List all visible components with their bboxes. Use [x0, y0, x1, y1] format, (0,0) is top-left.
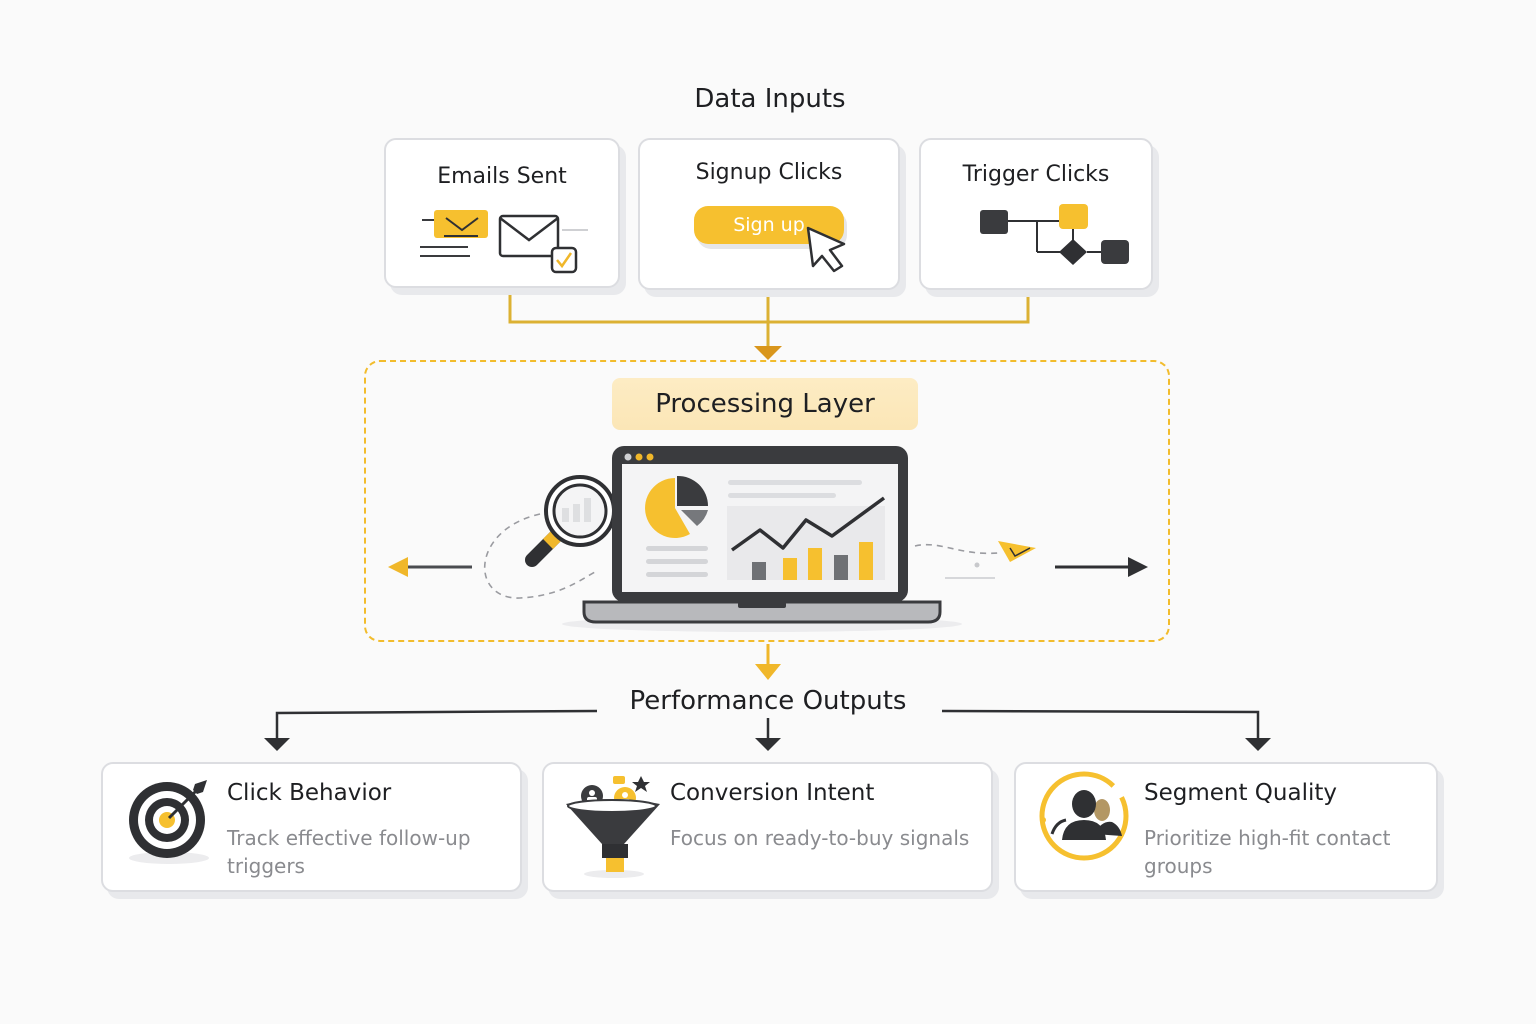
- magnifier-icon: [525, 475, 616, 567]
- input-card-label: Trigger Clicks: [962, 162, 1110, 187]
- laptop-dashboard-icon: [562, 446, 962, 632]
- output-title: Conversion Intent: [670, 780, 875, 806]
- outputs-title: Performance Outputs: [600, 686, 936, 716]
- arrow-down-icon: [1245, 738, 1271, 751]
- output-title: Segment Quality: [1144, 780, 1337, 806]
- arrow-down-icon: [264, 738, 290, 751]
- processing-layer-label: Processing Layer: [612, 378, 918, 430]
- processing-layer-container: [364, 360, 1170, 642]
- target-icon: [129, 780, 209, 864]
- output-title: Click Behavior: [227, 780, 392, 806]
- workflow-icon: [980, 204, 1129, 265]
- arrow-left-icon: [388, 557, 408, 577]
- paper-plane-icon: [914, 541, 1036, 579]
- inputs-title: Data Inputs: [694, 84, 846, 114]
- output-card-click-behavior: Click Behavior Track effective follow-up…: [101, 762, 522, 892]
- input-card-trigger-clicks: Trigger Clicks: [919, 138, 1153, 290]
- input-card-emails-sent: Emails Sent: [384, 138, 620, 288]
- users-icon: [1039, 771, 1129, 861]
- input-card-label: Signup Clicks: [695, 160, 843, 185]
- arrow-right-icon: [1128, 557, 1148, 577]
- output-description: Focus on ready-to-buy signals: [670, 826, 970, 850]
- sign-up-button[interactable]: Sign up: [694, 206, 844, 244]
- output-card-segment-quality: Segment Quality Prioritize high-fit cont…: [1014, 762, 1438, 892]
- input-connectors: [508, 292, 1030, 348]
- output-description: Track effective follow-up triggers: [227, 826, 471, 878]
- arrow-down-icon: [755, 664, 781, 680]
- funnel-icon: [566, 776, 660, 878]
- output-description: Prioritize high-fit contact groups: [1144, 826, 1391, 878]
- arrow-down-icon: [754, 346, 782, 360]
- output-card-conversion-intent: Conversion Intent Focus on ready-to-buy …: [542, 762, 993, 892]
- input-card-label: Emails Sent: [437, 164, 567, 189]
- envelope-check-icon: [420, 210, 588, 274]
- arrow-down-icon: [755, 738, 781, 751]
